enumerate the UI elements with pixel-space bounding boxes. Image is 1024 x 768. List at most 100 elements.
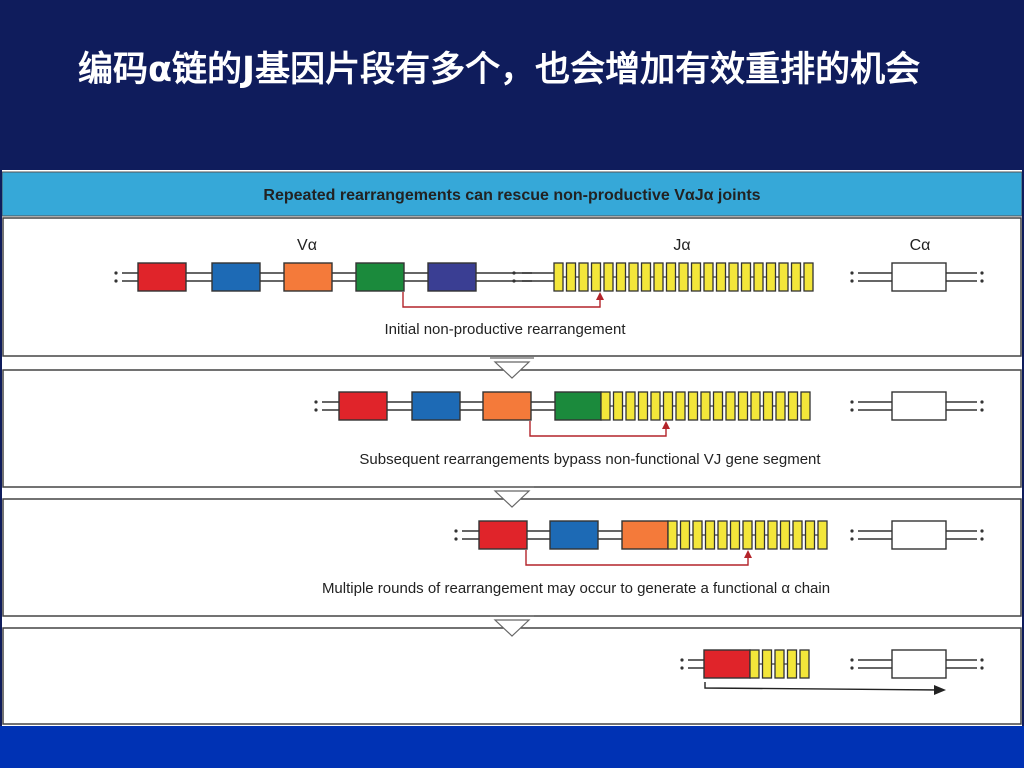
rearrangement-bracket [525, 550, 749, 566]
figure-header-band [2, 171, 1022, 217]
panel-4-frame [2, 627, 1022, 725]
c-alpha-segment [891, 262, 947, 292]
break-mark [980, 279, 984, 283]
j-segment [703, 262, 714, 292]
break-mark [314, 408, 318, 412]
j-alpha-label: Jα [673, 237, 690, 254]
break-mark [980, 408, 984, 412]
j-segment [687, 391, 699, 421]
v-segment-orange [482, 391, 532, 421]
panel-2-caption: Subsequent rearrangements bypass non-fun… [359, 451, 821, 468]
rearrangement-bracket [402, 292, 601, 308]
transition-arrow-2 [490, 486, 534, 508]
bottom-band [0, 726, 1024, 768]
j-segment [704, 520, 716, 550]
j-segment [650, 391, 661, 421]
v-alpha-label: Vα [297, 237, 317, 254]
j-segment [578, 262, 589, 292]
c-alpha-segment [891, 649, 947, 679]
j-segment [761, 649, 773, 679]
j-segment [728, 262, 739, 292]
break-mark [850, 537, 854, 541]
j-segment [600, 391, 611, 421]
break-mark [850, 666, 854, 670]
panel-1-caption: Initial non-productive rearrangement [385, 321, 627, 338]
transcript-line [704, 682, 943, 691]
j-segment [804, 520, 816, 550]
transition-arrow-3 [490, 615, 534, 637]
j-segment [665, 262, 677, 292]
j-segment [753, 262, 764, 292]
j-segment [625, 391, 636, 421]
j-segment [754, 520, 766, 550]
break-mark [314, 400, 318, 404]
transcript-arrowhead [934, 685, 946, 695]
j-segment [667, 520, 678, 550]
j-segment [675, 391, 686, 421]
vj-joint-red [703, 649, 751, 679]
break-mark [980, 271, 984, 275]
break-mark [850, 658, 854, 662]
bracket-arrowhead [744, 550, 752, 558]
c-alpha-segment [891, 391, 947, 421]
panel-3-caption: Multiple rounds of rearrangement may occ… [322, 580, 830, 597]
j-segment [662, 391, 674, 421]
j-segment [700, 391, 711, 421]
rearrangement-bracket [529, 421, 667, 437]
j-segment [774, 649, 785, 679]
j-segment [799, 649, 810, 679]
j-segment [740, 262, 752, 292]
v-segment-blue [549, 520, 599, 550]
j-segment [792, 520, 803, 550]
j-segment [553, 262, 564, 292]
j-segment [717, 520, 728, 550]
break-mark [454, 537, 458, 541]
break-mark [850, 279, 854, 283]
break-mark [980, 400, 984, 404]
j-segment [653, 262, 664, 292]
j-segment [603, 262, 614, 292]
j-segment [615, 262, 627, 292]
j-segment [765, 262, 777, 292]
j-segment [690, 262, 702, 292]
v-segment-red [478, 520, 528, 550]
break-mark [980, 666, 984, 670]
break-mark [680, 658, 684, 662]
v-segment-green [355, 262, 405, 292]
bracket-arrowhead [662, 421, 670, 429]
j-segment [678, 262, 689, 292]
j-segment [817, 520, 828, 550]
figure-canvas: Repeated rearrangements can rescue non-p… [2, 171, 1022, 725]
j-segment [775, 391, 786, 421]
j-segment [729, 520, 741, 550]
figure-header: Repeated rearrangements can rescue non-p… [263, 187, 760, 204]
break-mark [850, 271, 854, 275]
c-alpha-label: Cα [910, 237, 931, 254]
v-segment-blue [211, 262, 261, 292]
j-segment [786, 649, 798, 679]
break-mark [850, 529, 854, 533]
break-mark [850, 400, 854, 404]
vj-joint-green [554, 391, 602, 421]
j-segment [715, 262, 727, 292]
break-mark [980, 529, 984, 533]
j-segment [767, 520, 778, 550]
v-segment-red [137, 262, 187, 292]
j-segment [787, 391, 799, 421]
transition-arrow-1 [490, 357, 534, 379]
j-segment [749, 649, 760, 679]
j-segment [692, 520, 703, 550]
v-segment-red [338, 391, 388, 421]
break-mark [980, 537, 984, 541]
break-mark [114, 271, 118, 275]
j-segment [800, 391, 811, 421]
break-mark [454, 529, 458, 533]
v-segment-navy [427, 262, 477, 292]
j-segment [737, 391, 749, 421]
gene-tracks [114, 262, 984, 695]
j-segment [612, 391, 624, 421]
j-segment [725, 391, 736, 421]
break-mark [512, 279, 516, 283]
j-segment [637, 391, 649, 421]
v-segment-blue [411, 391, 461, 421]
